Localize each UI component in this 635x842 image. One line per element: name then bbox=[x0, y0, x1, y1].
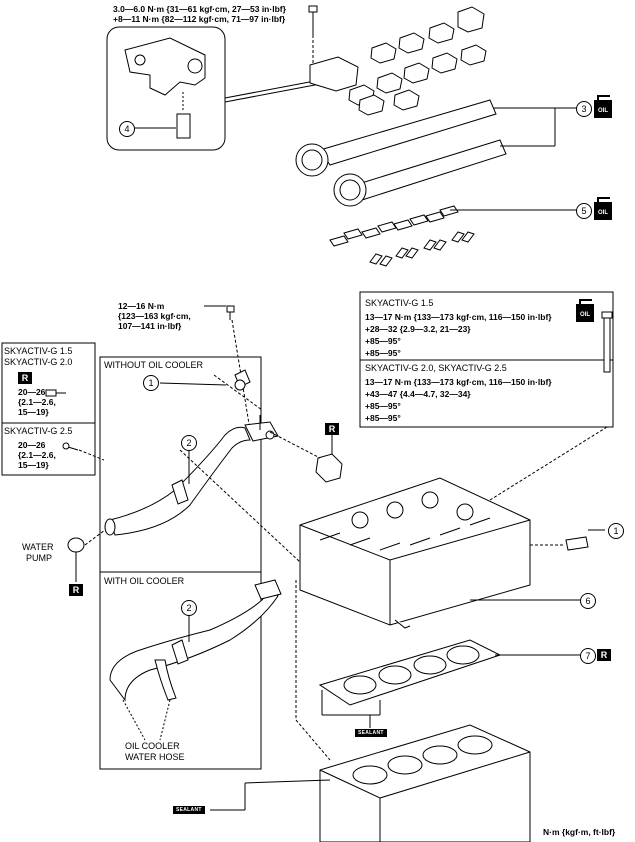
left-box-value-1: 20—26 bbox=[18, 387, 46, 397]
sealant-tube-icon: SEALANT bbox=[355, 729, 387, 737]
cylinder-head-gasket bbox=[318, 639, 502, 706]
right-box-s1-line3: +85—95° bbox=[365, 336, 401, 346]
pipe-bolt-torque-line3: 107—141 in·lbf} bbox=[118, 321, 182, 331]
left-box-model-3: SKYACTIV-G 2.5 bbox=[4, 426, 73, 436]
replace-badge: R bbox=[18, 372, 32, 384]
water-pump-gasket bbox=[67, 537, 85, 553]
sealant-tube-icon: SEALANT bbox=[173, 806, 205, 814]
pipe-bolt-torque-line2: {123—163 kgf·cm, bbox=[118, 311, 191, 321]
left-box-model-1: SKYACTIV-G 1.5 bbox=[4, 346, 73, 356]
left-box-value-5: {2.1—2.6, bbox=[18, 450, 56, 460]
callout-7: 7 bbox=[580, 648, 596, 664]
oil-cooler-hose-label-2: WATER HOSE bbox=[125, 752, 185, 762]
water-pump-label-2: PUMP bbox=[26, 553, 53, 563]
detail-view-frame bbox=[106, 26, 226, 151]
outlet-gasket bbox=[315, 453, 343, 483]
panel-with-oil-cooler bbox=[99, 571, 262, 770]
right-box-s2-line3: +85—95° bbox=[365, 401, 401, 411]
callout-6: 6 bbox=[580, 593, 596, 609]
left-box-value-6: 15—19} bbox=[18, 460, 49, 470]
replace-badge-head-gasket: R bbox=[597, 649, 611, 661]
connector-part bbox=[565, 536, 589, 551]
oil-cooler-hose-label-1: OIL COOLER bbox=[125, 741, 180, 751]
right-box-s2-line1: 13—17 N·m {133—173 kgf·cm, 116—150 in·lb… bbox=[365, 377, 552, 387]
callout-5: 5 bbox=[576, 203, 592, 219]
callout-3: 3 bbox=[576, 101, 592, 117]
right-box-s2-line4: +85—95° bbox=[365, 413, 401, 423]
callout-2-with: 2 bbox=[181, 600, 197, 616]
callout-4: 4 bbox=[119, 121, 135, 137]
cylinder-block bbox=[319, 724, 531, 842]
top-bolt-torque-line2: +8—11 N·m {82—112 kgf·cm, 71—97 in·lbf} bbox=[113, 14, 286, 24]
cylinder-head bbox=[299, 477, 531, 629]
with-oil-cooler-title: WITH OIL COOLER bbox=[104, 576, 185, 586]
replace-badge-pump-gasket: R bbox=[69, 584, 83, 596]
right-box-s1-line2: +28—32 {2.9—3.2, 21—23} bbox=[365, 324, 471, 334]
left-box-value-2: {2.1—2.6, bbox=[18, 397, 56, 407]
right-box-title-2: SKYACTIV-G 2.0, SKYACTIV-G 2.5 bbox=[365, 363, 507, 373]
left-box-value-3: 15—19} bbox=[18, 407, 49, 417]
cam-cap-detail bbox=[124, 37, 206, 96]
oil-label: OIL bbox=[598, 108, 608, 114]
callout-1-right: 1 bbox=[608, 523, 624, 539]
replace-badge-gasket: R bbox=[325, 423, 339, 435]
pipe-bolt-torque-line1: 12—16 N·m bbox=[118, 301, 165, 311]
top-bolt-torque-line1: 3.0—6.0 N·m {31—61 kgf·cm, 27—53 in·lbf} bbox=[113, 4, 286, 14]
oil-label: OIL bbox=[580, 312, 590, 318]
right-box-title-1: SKYACTIV-G 1.5 bbox=[365, 298, 434, 308]
water-pump-label-1: WATER bbox=[22, 542, 54, 552]
water-pipe-with-cooler bbox=[109, 579, 282, 702]
callout-2-without: 2 bbox=[181, 435, 197, 451]
right-box-s2-line2: +43—47 {4.4—4.7, 32—34} bbox=[365, 389, 471, 399]
callout-1-pipe: 1 bbox=[143, 375, 159, 391]
left-box-value-4: 20—26 bbox=[18, 440, 46, 450]
camshafts bbox=[295, 99, 507, 207]
left-torque-box bbox=[1, 342, 96, 476]
units-label: N·m {kgf·m, ft·lbf} bbox=[543, 827, 616, 837]
oil-can-icon: OIL bbox=[594, 197, 612, 220]
left-box-model-2: SKYACTIV-G 2.0 bbox=[4, 357, 73, 367]
right-box-s1-line1: 13—17 N·m {133—173 kgf·cm, 116—150 in·lb… bbox=[365, 312, 552, 322]
oil-label: OIL bbox=[598, 210, 608, 216]
water-pipe-without-cooler bbox=[104, 369, 279, 536]
without-oil-cooler-title: WITHOUT OIL COOLER bbox=[104, 360, 204, 370]
rocker-arms bbox=[329, 205, 475, 267]
oil-can-icon: OIL bbox=[576, 299, 594, 322]
oil-can-icon: OIL bbox=[594, 95, 612, 118]
hla-detail bbox=[176, 113, 191, 139]
right-box-s1-line4: +85—95° bbox=[365, 348, 401, 358]
cylinder-head-bolt bbox=[603, 317, 611, 373]
camshaft-caps bbox=[309, 6, 487, 116]
